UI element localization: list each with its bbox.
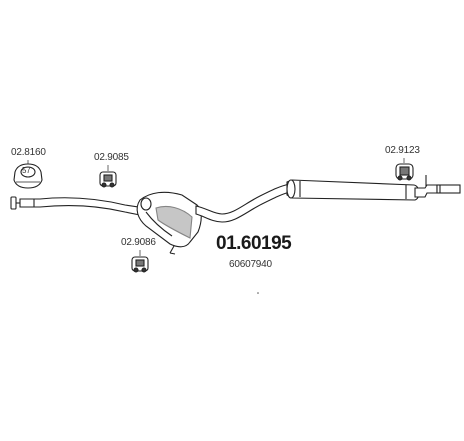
label-part-02-8160: 02.8160 bbox=[11, 147, 46, 158]
speck-mark bbox=[257, 292, 259, 294]
clamp-size-label: 57 bbox=[22, 166, 31, 175]
label-part-02-9123: 02.9123 bbox=[385, 145, 420, 156]
rear-silencer bbox=[286, 179, 420, 201]
middle-muffler bbox=[136, 191, 202, 255]
label-part-02-9085: 02.9085 bbox=[94, 152, 129, 163]
intermediate-pipe bbox=[195, 183, 291, 223]
clamp-02-8160-icon bbox=[13, 163, 43, 189]
main-part-number: 01.60195 bbox=[216, 233, 292, 254]
label-part-02-9086: 02.9086 bbox=[121, 237, 156, 248]
hanger-02-9123-icon bbox=[395, 163, 414, 181]
oe-part-number: 60607940 bbox=[229, 259, 272, 270]
hanger-02-9086-icon bbox=[131, 256, 149, 273]
hanger-02-9085-icon bbox=[99, 171, 117, 188]
tail-pipe bbox=[414, 175, 461, 198]
front-pipe bbox=[10, 196, 146, 217]
